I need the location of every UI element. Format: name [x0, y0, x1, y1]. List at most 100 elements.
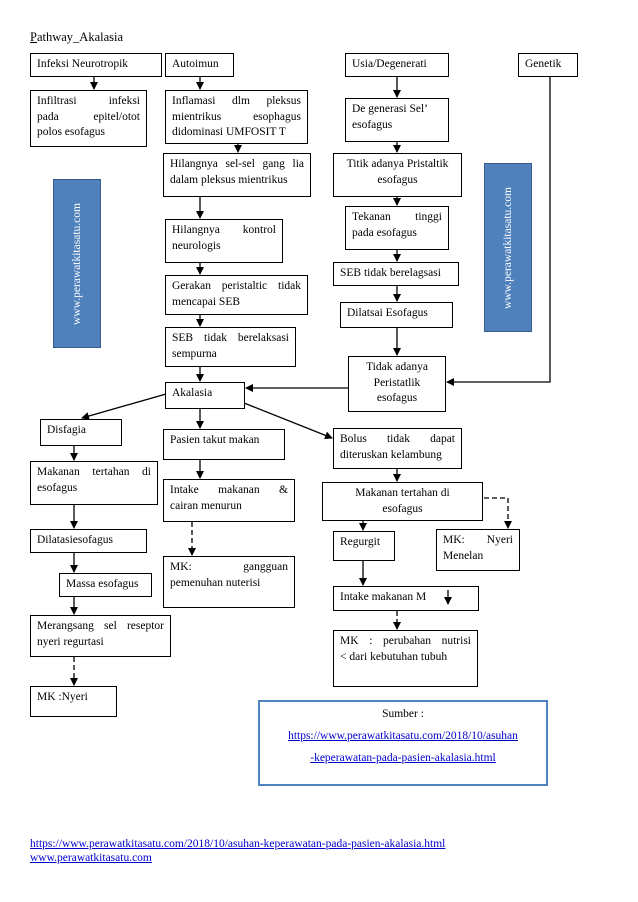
arrow-genetik-tidak-adanya	[446, 77, 551, 386]
box-text: Infeksi Neurotropik	[37, 58, 129, 70]
box-text: mientrikus esophagus	[172, 110, 301, 123]
box-text: Hilangnya kontrol	[172, 224, 276, 236]
box-autoimun: Autoimun	[165, 53, 234, 77]
box-disfagia: Disfagia	[40, 419, 122, 446]
box-titik-pristaltik: Titik adanya Pristaltik esofagus	[333, 153, 462, 197]
box-intake-makanan-m: Intake makanan M	[333, 586, 479, 611]
box-text: cairan menurun	[170, 499, 242, 512]
box-intake-cairan: Intake makanan & cairan menurun	[163, 479, 295, 522]
box-bolus: Bolus tidak dapat diteruskan kelambung	[333, 428, 462, 469]
box-text: Merangsang sel reseptor	[37, 620, 164, 632]
footer-site-link[interactable]: www.perawatkitasatu.com	[30, 852, 152, 864]
box-usia-degenerati: Usia/Degenerati	[345, 53, 449, 77]
box-text: Dilatasiesofagus	[37, 534, 114, 546]
box-text: Titik adanya Pristaltik	[346, 158, 449, 170]
box-seb-sempurna: SEB tidak berelaksasi sempurna	[165, 327, 296, 367]
box-text: esofagus	[376, 392, 418, 405]
box-text: pada epitel/otot	[37, 110, 140, 123]
box-text: polos esofagus	[37, 126, 106, 139]
title-first-letter: P	[30, 30, 37, 44]
box-tekanan: Tekanan tinggi pada esofagus	[345, 206, 449, 250]
sumber-label: Sumber :	[382, 708, 424, 720]
box-text: dalam pleksus mientrikus	[170, 173, 288, 186]
box-makanan-tertahan-right: Makanan tertahan di esofagus	[322, 482, 483, 521]
box-text: SEB tidak berelaksasi	[172, 332, 289, 344]
box-infiltrasi: Infiltrasi infeksi pada epitel/otot polo…	[30, 90, 147, 147]
arrow-makanan-mk-nyeri-menelan	[484, 497, 512, 529]
box-text: Makanan tertahan di	[355, 487, 450, 499]
box-text: Tekanan tinggi	[352, 211, 442, 223]
box-tidak-adanya-peristatlik: Tidak adanya Peristatlik esofagus	[348, 356, 446, 412]
box-gerakan: Gerakan peristaltic tidak mencapai SEB	[165, 275, 308, 315]
box-text: sempurna	[172, 347, 217, 360]
watermark-banner-left: www.perawatkitasatu.com	[53, 179, 101, 348]
box-text: diteruskan kelambung	[340, 448, 442, 461]
box-text: Tidak adanya	[366, 361, 428, 373]
sumber-box: Sumber : https://www.perawatkitasatu.com…	[258, 700, 548, 786]
page-title: Pathway_Akalasia	[30, 30, 123, 45]
box-text: De generasi Sel’	[352, 103, 428, 115]
box-text: Gerakan peristaltic tidak	[172, 280, 301, 292]
box-text: Infiltrasi infeksi	[37, 95, 140, 107]
box-text: Makanan tertahan di	[37, 466, 151, 478]
box-hilangnya-sel: Hilangnya sel-sel gang lia dalam pleksus…	[163, 153, 311, 197]
box-merangsang: Merangsang sel reseptor nyeri regurtasi	[30, 615, 171, 657]
box-hilangnya-kontrol: Hilangnya kontrol neurologis	[165, 219, 283, 263]
box-dilatasiesofagus: Dilatasiesofagus	[30, 529, 147, 553]
box-text: pemenuhan nuterisi	[170, 576, 261, 589]
box-infeksi-neurotropik: Infeksi Neurotropik	[30, 53, 162, 77]
box-text: mencapai SEB	[172, 295, 241, 308]
box-text: Menelan	[443, 549, 484, 562]
box-text: Autoimun	[172, 58, 219, 70]
box-text: Hilangnya sel-sel gang lia	[170, 158, 304, 170]
box-mk-nyeri-menelan: MK: Nyeri Menelan	[436, 529, 520, 571]
box-genetik: Genetik	[518, 53, 578, 77]
box-text: Bolus tidak dapat	[340, 433, 455, 445]
box-degenerasi: De generasi Sel’ esofagus	[345, 98, 449, 142]
box-text: Regurgit	[340, 536, 381, 548]
box-text: Intake makanan &	[170, 484, 288, 496]
box-text: nyeri regurtasi	[37, 635, 104, 648]
box-text: Pasien takut makan	[170, 434, 260, 446]
box-pasien-takut: Pasien takut makan	[163, 429, 285, 460]
box-text: Genetik	[525, 58, 562, 70]
box-text: Dilatsai Esofagus	[347, 307, 428, 319]
footer-url-link[interactable]: https://www.perawatkitasatu.com/2018/10/…	[30, 838, 446, 850]
box-text: pada esofagus	[352, 226, 417, 239]
box-text: esofagus	[382, 502, 423, 515]
watermark-banner-right: www.perawatkitasatu.com	[484, 163, 532, 332]
box-text: Disfagia	[47, 424, 86, 436]
box-seb-berelagsasi: SEB tidak berelagsasi	[333, 262, 459, 286]
box-massa-esofagus: Massa esofagus	[59, 573, 152, 597]
box-text: MK: Nyeri	[443, 534, 513, 546]
box-regurgit: Regurgit	[333, 531, 395, 561]
box-text: esofagus	[377, 173, 418, 186]
arrow-akalasia-bolus	[243, 402, 333, 440]
box-text: Peristatlik	[373, 376, 421, 389]
box-text: neurologis	[172, 239, 221, 252]
box-text: Usia/Degenerati	[352, 58, 427, 70]
sumber-link-line1[interactable]: https://www.perawatkitasatu.com/2018/10/…	[288, 730, 518, 742]
title-rest: athway_Akalasia	[36, 30, 124, 44]
box-mk-nyeri: MK :Nyeri	[30, 686, 117, 717]
box-text: esofagus	[352, 118, 393, 131]
box-text: Akalasia	[172, 387, 213, 399]
box-text: MK :Nyeri	[37, 691, 88, 703]
box-mk-perubahan: MK : perubahan nutrisi < dari kebutuhan …	[333, 630, 478, 687]
box-akalasia: Akalasia	[165, 382, 245, 409]
box-text: MK : perubahan nutrisi	[340, 635, 471, 647]
box-mk-gangguan: MK: gangguan pemenuhan nuterisi	[163, 556, 295, 608]
sumber-link-line2[interactable]: -keperawatan-pada-pasien-akalasia.html	[310, 752, 496, 764]
box-text: < dari kebutuhan tubuh	[340, 650, 448, 663]
box-text: MK: gangguan	[170, 561, 288, 573]
arrow-akalasia-disfagia	[81, 393, 167, 420]
box-inflamasi: Inflamasi dlm pleksus mientrikus esophag…	[165, 90, 308, 144]
box-makanan-tertahan-left: Makanan tertahan di esofagus	[30, 461, 158, 505]
box-dilatsai: Dilatsai Esofagus	[340, 302, 453, 328]
box-text: didominasi UMFOSIT T	[172, 126, 286, 139]
box-text: esofagus	[37, 481, 78, 494]
box-text: Massa esofagus	[66, 578, 139, 590]
box-text: Inflamasi dlm pleksus	[172, 95, 301, 107]
box-text: SEB tidak berelagsasi	[340, 267, 441, 279]
